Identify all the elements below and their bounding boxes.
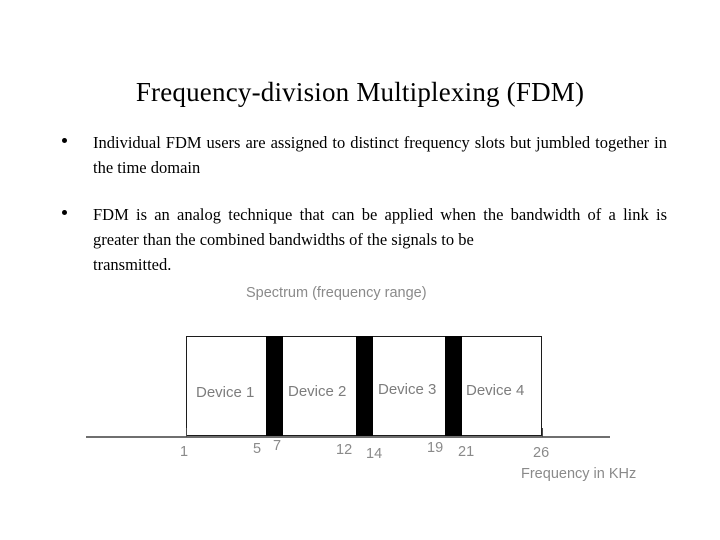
device-label-3: Device 3	[378, 381, 437, 398]
axis-value-21: 21	[458, 444, 475, 460]
axis-value-14: 14	[366, 446, 383, 462]
axis-value-19: 19	[427, 440, 444, 456]
axis-value-12: 12	[336, 442, 353, 458]
frequency-axis-line	[86, 436, 610, 438]
bullet-text-1: Individual FDM users are assigned to dis…	[93, 133, 667, 177]
device-label-1: Device 1	[196, 384, 255, 401]
device-label-2: Device 2	[288, 383, 347, 400]
axis-value-26: 26	[533, 445, 550, 461]
spectrum-caption: Spectrum (frequency range)	[246, 285, 427, 301]
page-title: Frequency-division Multiplexing (FDM)	[135, 77, 585, 107]
axis-title: Frequency in KHz	[521, 466, 637, 482]
list-item: FDM is an analog technique that can be a…	[55, 202, 667, 277]
axis-value-5: 5	[253, 441, 262, 457]
guard-band-2	[356, 336, 373, 436]
bullet-text-2-tail: transmitted.	[93, 255, 172, 274]
device-label-4: Device 4	[466, 382, 525, 399]
bullet-text-2: FDM is an analog technique that can be a…	[93, 205, 667, 249]
bullet-dot-icon	[62, 210, 67, 215]
axis-tick-start	[186, 428, 188, 437]
axis-tick-end	[542, 428, 544, 437]
axis-value-7: 7	[273, 438, 282, 454]
list-item: Individual FDM users are assigned to dis…	[55, 130, 667, 180]
guard-band-3	[445, 336, 462, 436]
guard-band-1	[266, 336, 283, 436]
bullet-dot-icon	[62, 138, 67, 143]
bullet-list: Individual FDM users are assigned to dis…	[55, 130, 667, 299]
axis-value-1: 1	[180, 444, 189, 460]
